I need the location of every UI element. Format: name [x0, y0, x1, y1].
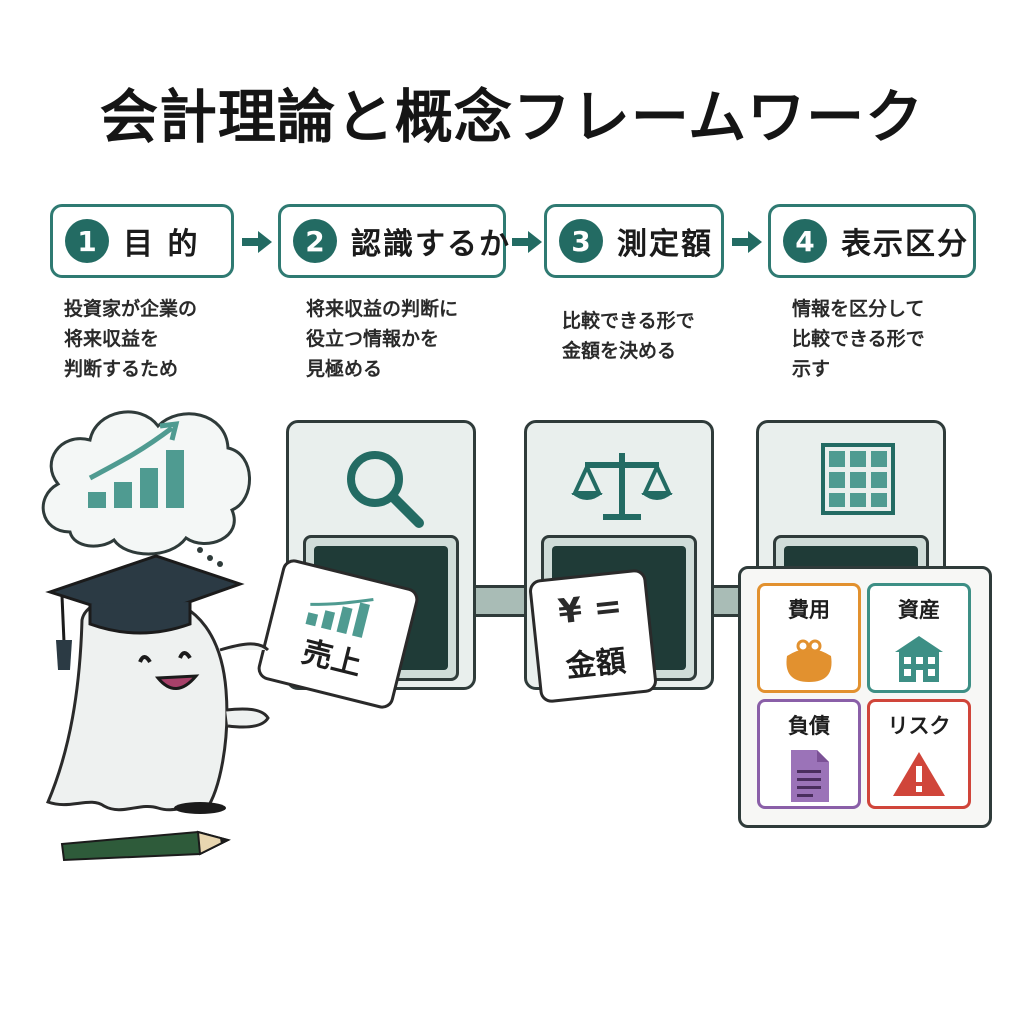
- step-4-box: 4 表示区分: [768, 204, 976, 278]
- category-liability: 負債: [757, 699, 861, 809]
- step-1-description: 投資家が企業の 将来収益を 判断するため: [64, 298, 198, 380]
- arrow-right-icon: [242, 231, 272, 253]
- category-board: 費用 資産 負債 リスク: [738, 566, 992, 828]
- step-3-description: 比較できる形で 金額を決める: [562, 310, 695, 362]
- bar-chart-icon: [305, 598, 374, 638]
- arrow-right-icon: [732, 231, 762, 253]
- step-3-label: 測定額: [617, 227, 713, 262]
- step-4-description: 情報を区分して 比較できる形で 示す: [792, 298, 925, 380]
- category-expense: 費用: [757, 583, 861, 693]
- category-label: 資産: [898, 598, 940, 622]
- thought-cloud: [41, 410, 251, 567]
- sales-card: 売上: [255, 556, 421, 712]
- yen-equal-symbol: ¥ =: [556, 585, 625, 633]
- ghost-mascot: [45, 554, 270, 814]
- magnifier-icon: [347, 451, 424, 528]
- step-4-label: 表示区分: [841, 227, 969, 262]
- bar-chart-icon: [88, 421, 184, 508]
- step-1-label: 目 的: [123, 227, 200, 262]
- step-4-number: 4: [783, 219, 827, 263]
- pencil-icon: [60, 830, 231, 862]
- step-2-number: 2: [293, 219, 337, 263]
- amount-card-label: 金額: [564, 643, 628, 685]
- arrow-right-icon: [512, 231, 542, 253]
- coin-purse-icon: [786, 639, 832, 682]
- category-asset: 資産: [867, 583, 971, 693]
- amount-card: ¥ = 金額: [527, 568, 659, 704]
- balance-scale-icon: [571, 453, 673, 520]
- step-1-number: 1: [65, 219, 109, 263]
- category-label: リスク: [887, 714, 951, 738]
- grid-table-icon: [821, 443, 895, 515]
- step-3-number: 3: [559, 219, 603, 263]
- step-1-box: 1 目 的: [50, 204, 234, 278]
- step-2-description: 将来収益の判断に 役立つ情報かを 見極める: [306, 298, 459, 380]
- step-2-box: 2 認識するか: [278, 204, 509, 278]
- page-title: 会計理論と概念フレームワーク: [99, 83, 925, 151]
- category-label: 負債: [788, 714, 830, 738]
- category-label: 費用: [788, 598, 830, 622]
- step-3-box: 3 測定額: [544, 204, 724, 278]
- conveyor-segment: [470, 585, 530, 617]
- warning-icon: [893, 752, 945, 796]
- category-risk: リスク: [867, 699, 971, 809]
- document-icon: [791, 750, 829, 802]
- building-icon: [895, 636, 943, 682]
- step-2-label: 認識するか: [351, 227, 511, 262]
